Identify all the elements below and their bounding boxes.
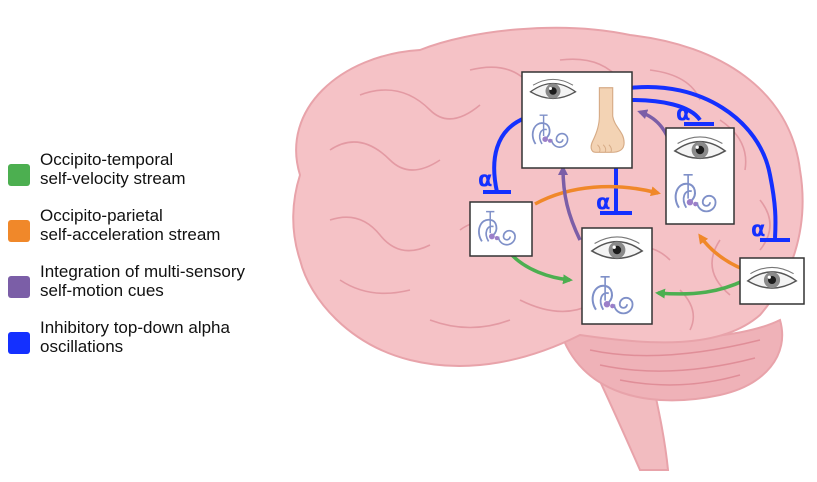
alpha-label-right: α <box>751 217 765 241</box>
panel-eye-vestibular-center <box>582 228 652 324</box>
alpha-label-center: α <box>596 190 610 214</box>
alpha-label-top: α <box>676 101 690 125</box>
panel-eye-vestibular-foot <box>522 72 632 168</box>
panel-eye-vestibular-right <box>666 128 734 224</box>
panel-vestibular-left <box>470 202 532 256</box>
panel-eye-far-right <box>740 258 804 304</box>
alpha-label-left: α <box>478 167 492 191</box>
